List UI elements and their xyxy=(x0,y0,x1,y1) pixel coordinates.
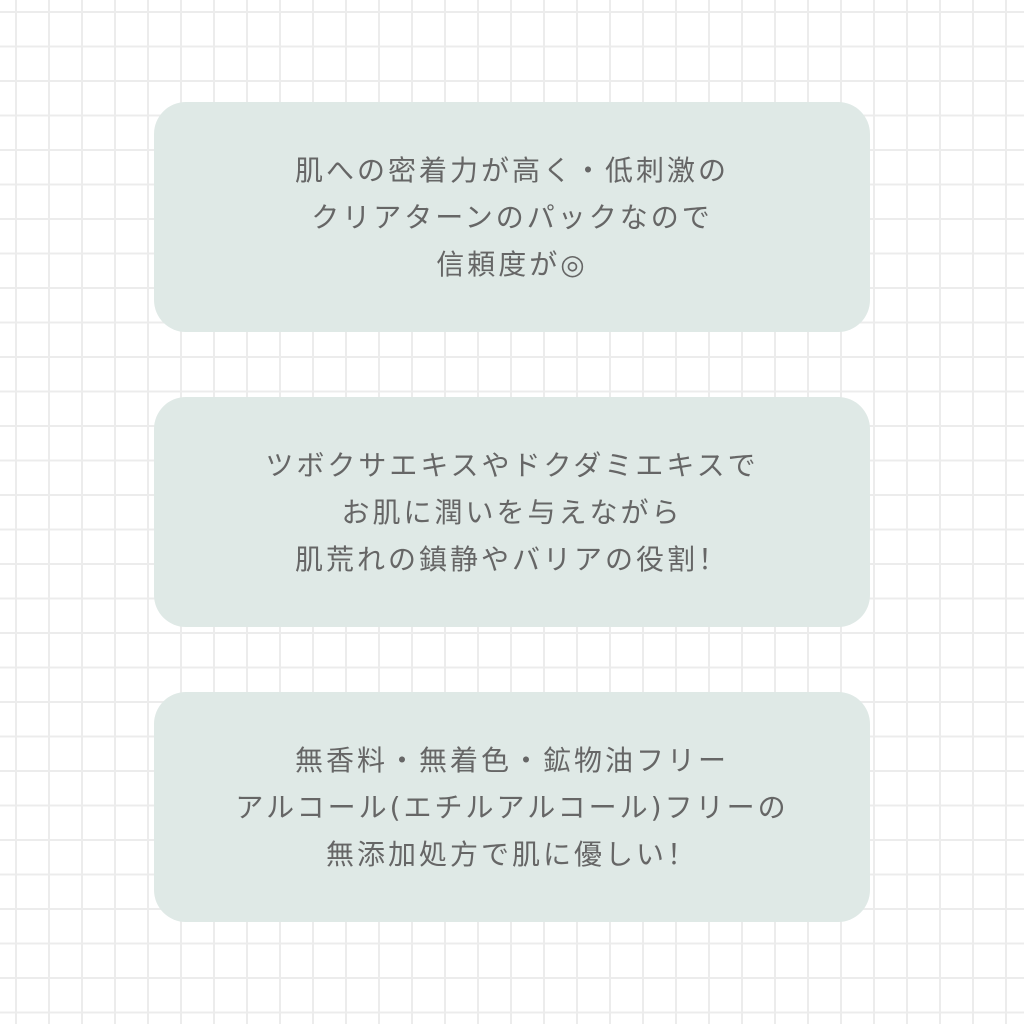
card-text-line: 信頼度が◎ xyxy=(436,247,588,281)
feature-card-additive-free: 無香料・無着色・鉱物油フリー アルコール(エチルアルコール)フリーの 無添加処方… xyxy=(154,692,870,922)
feature-card-ingredients: ツボクサエキスやドクダミエキスで お肌に潤いを与えながら 肌荒れの鎮静やバリアの… xyxy=(154,397,870,627)
card-text-line: アルコール(エチルアルコール)フリーの xyxy=(235,790,789,824)
card-text-line: クリアターンのパックなので xyxy=(311,200,713,234)
card-text-line: 肌荒れの鎮静やバリアの役割！ xyxy=(294,542,729,576)
card-text-line: 無添加処方で肌に優しい！ xyxy=(325,837,698,871)
card-text-line: 無香料・無着色・鉱物油フリー xyxy=(294,743,729,777)
card-text-line: 肌への密着力が高く・低刺激の xyxy=(294,153,729,187)
card-text-line: ツボクサエキスやドクダミエキスで xyxy=(265,448,759,482)
feature-card-adhesion: 肌への密着力が高く・低刺激の クリアターンのパックなので 信頼度が◎ xyxy=(154,102,870,332)
card-text-line: お肌に潤いを与えながら xyxy=(341,495,683,529)
